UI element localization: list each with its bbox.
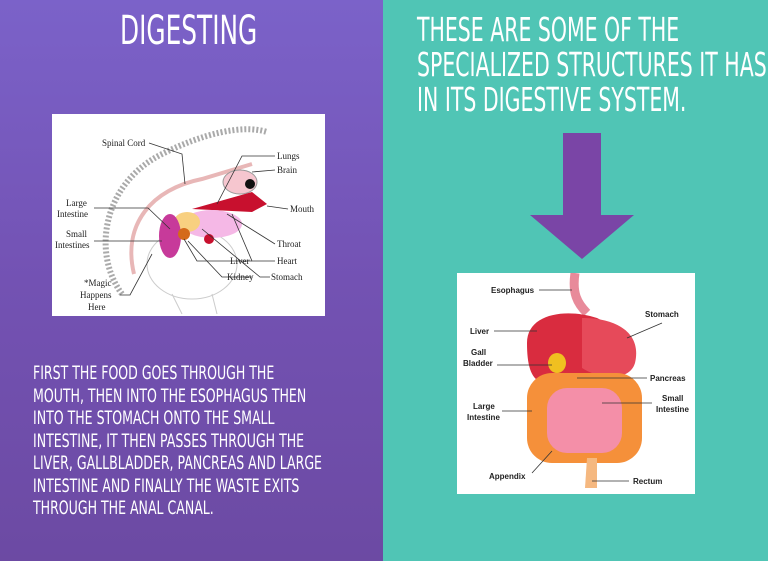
label-gall-1: Gall — [471, 348, 486, 357]
label-lungs: Lungs — [277, 151, 300, 161]
label-magic-1: *Magic — [84, 278, 112, 288]
label-esophagus: Esophagus — [491, 286, 535, 295]
heading-line: These are some of the — [417, 10, 680, 49]
left-panel: Digesting — [0, 0, 383, 561]
label-large-intestine-1: Large — [66, 198, 87, 208]
label-stomach: Stomach — [271, 272, 303, 282]
label-small-intestine-2: Intestine — [656, 405, 689, 414]
label-liver: Liver — [230, 256, 250, 266]
label-throat: Throat — [277, 239, 301, 249]
paragraph-line: First the food goes through the — [33, 362, 275, 384]
label-brain: Brain — [277, 165, 297, 175]
label-heart: Heart — [277, 256, 297, 266]
heading-line: specialized structures it has — [417, 45, 767, 84]
label-pancreas: Pancreas — [650, 374, 686, 383]
label-stomach: Stomach — [645, 310, 679, 319]
description-paragraph: First the food goes through the mouth, t… — [33, 362, 322, 520]
label-small-intestine-1: Small — [662, 394, 683, 403]
paragraph-line: into the stomach onto the small — [33, 407, 275, 429]
label-kidney: Kidney — [227, 272, 254, 282]
label-magic-3: Here — [88, 302, 106, 312]
label-liver: Liver — [470, 327, 489, 336]
right-heading: These are some of the specialized struct… — [417, 12, 767, 117]
digestive-system-diagram: Esophagus Stomach Liver Gall Bladder Pan… — [457, 273, 695, 494]
animal-anatomy-diagram: Spinal Cord Lungs Brain Large Intestine … — [52, 114, 325, 316]
paragraph-line: through the anal canal. — [33, 497, 214, 519]
down-arrow-icon — [530, 133, 634, 259]
label-spinal-cord: Spinal Cord — [102, 138, 146, 148]
label-small-intestines-1: Small — [66, 229, 88, 239]
paragraph-line: mouth, then into the esophagus then — [33, 384, 307, 407]
paragraph-line: intestine and finally the waste exits — [33, 474, 300, 497]
paragraph-line: intestine, it then passes through the — [33, 429, 305, 452]
slide-title: Digesting — [120, 8, 258, 54]
heading-line: in its digestive system. — [417, 80, 687, 119]
label-large-intestine-1: Large — [473, 402, 495, 411]
label-small-intestines-2: Intestines — [55, 240, 90, 250]
label-appendix: Appendix — [489, 472, 526, 481]
label-large-intestine-2: Intestine — [467, 413, 500, 422]
label-large-intestine-2: Intestine — [57, 209, 88, 219]
paragraph-line: liver, gallbladder, pancreas and large — [33, 452, 322, 474]
label-magic-2: Happens — [80, 290, 112, 300]
label-rectum: Rectum — [633, 477, 662, 486]
label-gall-2: Bladder — [463, 359, 493, 368]
label-mouth: Mouth — [290, 204, 315, 214]
